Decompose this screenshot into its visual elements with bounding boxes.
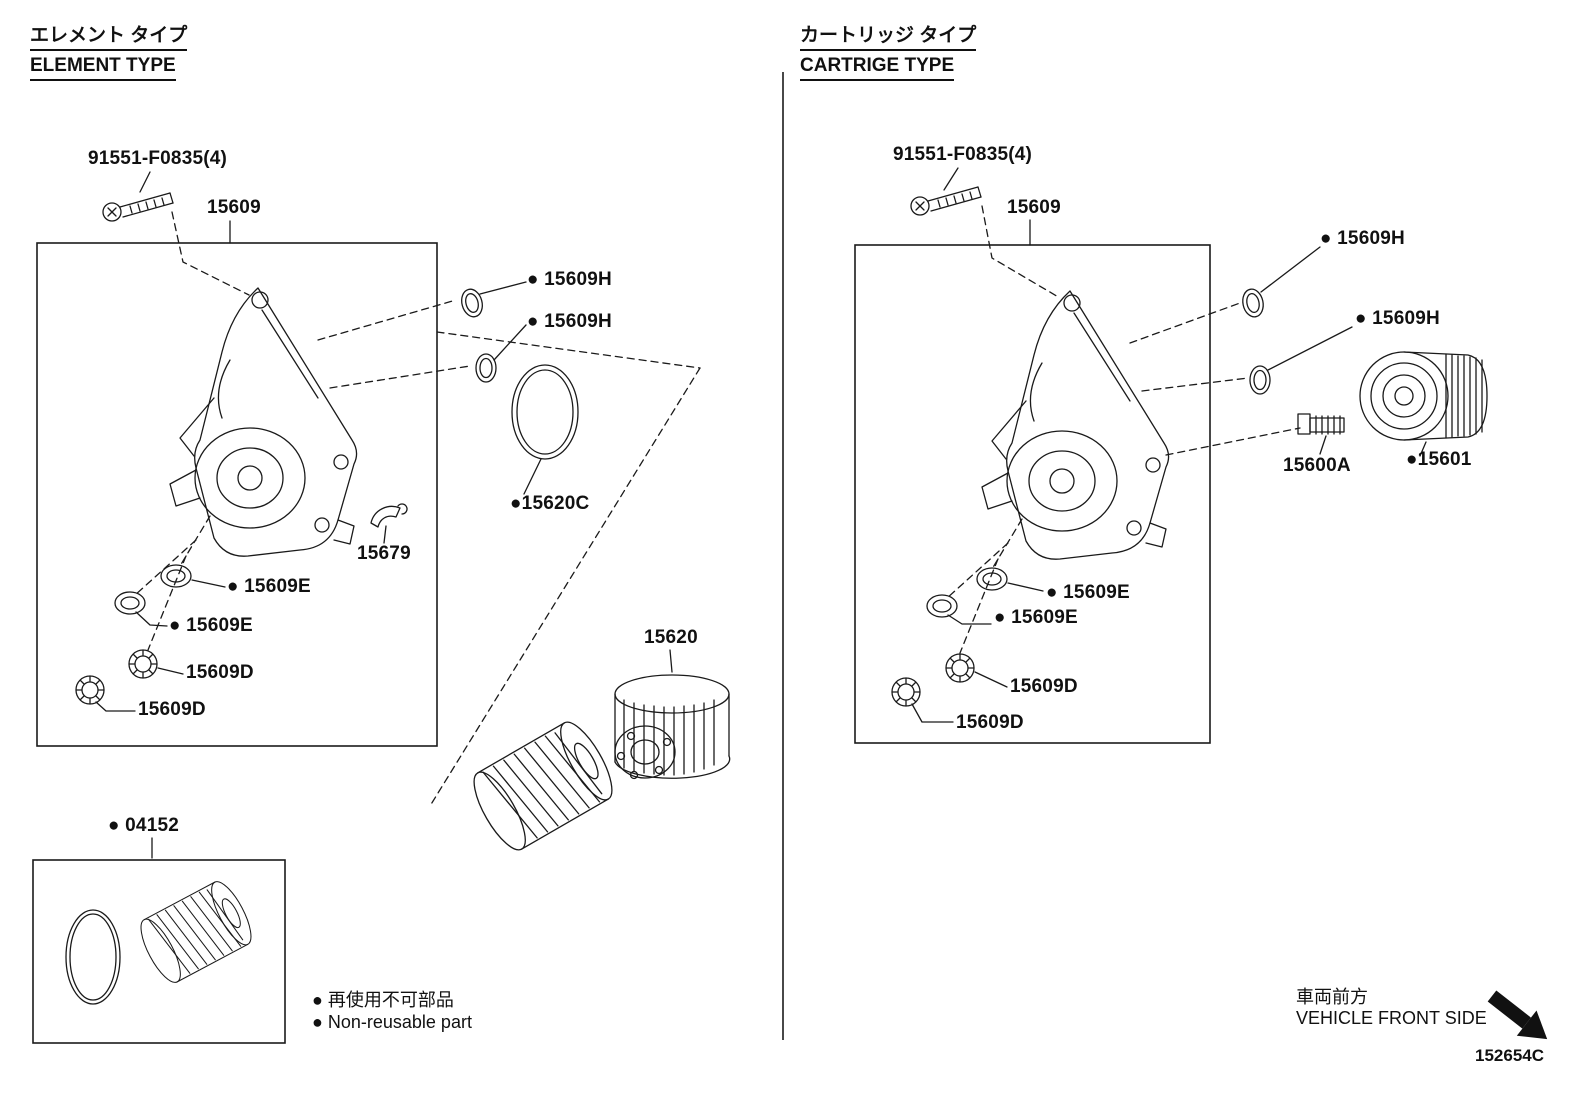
- part-label-cap1-left: 15609D: [186, 662, 254, 683]
- vehicle-front-label-jp: 車両前方: [1296, 987, 1368, 1007]
- right-parts-box: [854, 244, 1211, 744]
- clip-drawing: [370, 503, 408, 528]
- part-label-cap1-right: 15609D: [1010, 676, 1078, 697]
- part-label-oring1-left: ● 15609H: [527, 269, 612, 290]
- bolt-drawing-left: [102, 192, 174, 222]
- vehicle-front-arrow: [1487, 990, 1548, 1040]
- seal-drawing-left-1: [160, 564, 192, 588]
- cap-drawing-right-2: [891, 677, 921, 707]
- part-label-gasket-left: ●15620C: [510, 493, 590, 514]
- part-label-bolt-left: 91551-F0835(4): [88, 148, 228, 169]
- oring-drawing-element-box: [65, 909, 121, 1005]
- part-label-seal1-left: ● 15609E: [227, 576, 311, 597]
- element-drawing-small: [133, 875, 259, 989]
- seal-drawing-right-1: [976, 567, 1008, 591]
- part-label-cartridge-right: ●15601: [1406, 449, 1472, 470]
- oring-drawing-right-2: [1249, 365, 1271, 395]
- left-element-box: [32, 859, 286, 1044]
- left-title-en: ELEMENT TYPE: [30, 55, 176, 81]
- legend-non-reusable-jp: ● 再使用不可部品: [312, 990, 454, 1010]
- left-parts-box: [36, 242, 438, 747]
- oring-drawing-left-2: [475, 353, 497, 383]
- seal-drawing-right-2: [926, 594, 958, 618]
- left-diagram: [32, 171, 731, 1044]
- right-title-jp: カートリッジ タイプ: [800, 20, 977, 51]
- right-diagram: [854, 167, 1548, 1040]
- part-label-seal2-right: ● 15609E: [994, 607, 1078, 628]
- right-title-en: CARTRIGE TYPE: [800, 55, 955, 81]
- part-label-oring1-right: ● 15609H: [1320, 228, 1405, 249]
- part-label-oring2-left: ● 15609H: [527, 311, 612, 332]
- filter-cap-drawing: [614, 674, 731, 780]
- left-title-jp: エレメント タイプ: [30, 20, 188, 51]
- cartridge-drawing: [1359, 351, 1488, 441]
- element-drawing-large: [464, 714, 622, 858]
- part-label-element-left: ● 04152: [108, 815, 179, 836]
- part-label-bolt-right: 91551-F0835(4): [893, 144, 1033, 165]
- part-label-housing-right: 15609: [1007, 197, 1061, 218]
- part-label-clip-left: 15679: [357, 543, 411, 564]
- part-label-housing-left: 15609: [207, 197, 261, 218]
- housing-drawing-left: [169, 287, 358, 557]
- part-label-seal1-right: ● 15609E: [1046, 582, 1130, 603]
- part-label-cap2-right: 15609D: [956, 712, 1024, 733]
- oring-drawing-left-1: [458, 286, 486, 320]
- part-label-plug-right: 15600A: [1283, 455, 1351, 476]
- bolt-drawing-right: [910, 186, 982, 216]
- part-label-oring2-right: ● 15609H: [1355, 308, 1440, 329]
- part-label-cap2-left: 15609D: [138, 699, 206, 720]
- legend-non-reusable-en: ● Non-reusable part: [312, 1012, 472, 1032]
- part-label-seal2-left: ● 15609E: [169, 615, 253, 636]
- housing-drawing-right: [981, 290, 1170, 560]
- part-label-filter-cap-left: 15620: [644, 627, 698, 648]
- figure-code: 152654C: [1475, 1046, 1545, 1065]
- vehicle-front-label-en: VEHICLE FRONT SIDE: [1296, 1008, 1487, 1028]
- gasket-drawing: [511, 364, 579, 460]
- seal-drawing-left-2: [114, 591, 146, 615]
- cap-drawing-left-1: [128, 649, 158, 679]
- plug-drawing: [1297, 413, 1345, 435]
- cap-drawing-right-1: [945, 653, 975, 683]
- cap-drawing-left-2: [75, 675, 105, 705]
